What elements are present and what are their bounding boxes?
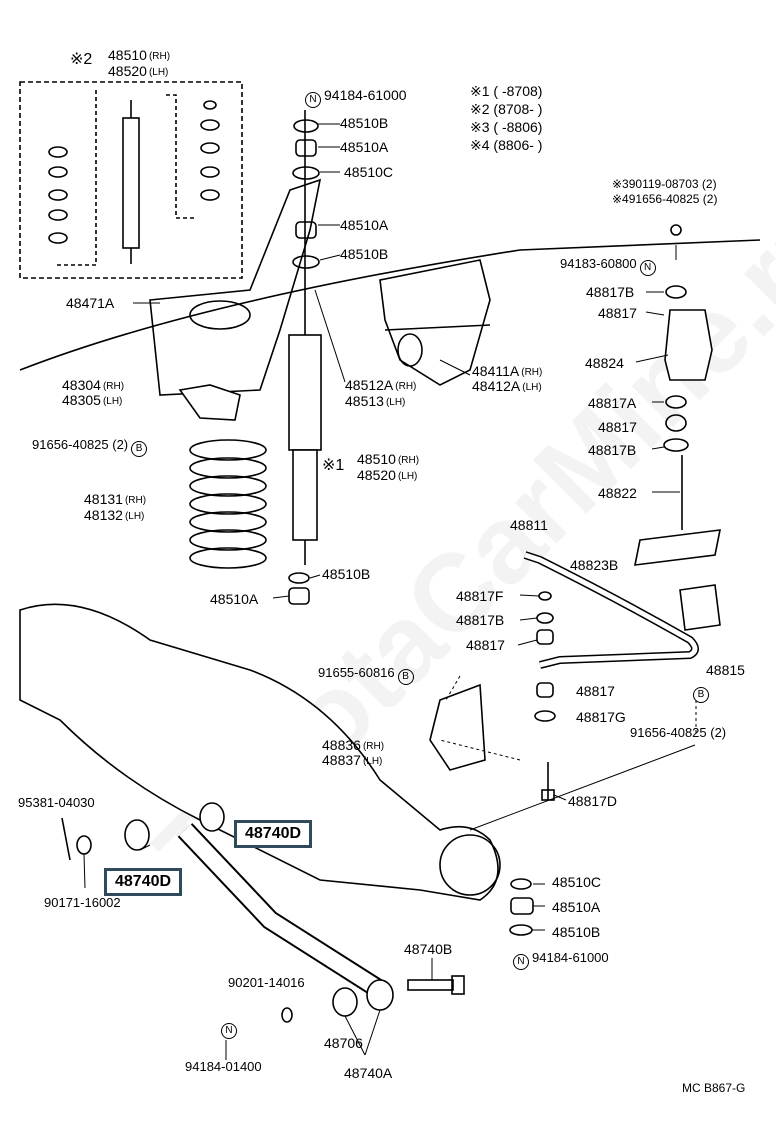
callout-48815: 48815 [706, 662, 745, 678]
callout-48811: 48811 [510, 517, 548, 533]
callout-48740d-left: 48740D [104, 868, 183, 896]
callout-91656-40825-lower: 91656-40825 (2) [630, 725, 727, 740]
callout-48510b-mid: 48510B [340, 246, 389, 262]
callout-48510a-lower: 48510A [210, 591, 259, 607]
callout-48706: 48706 [324, 1035, 363, 1051]
callout-48304: 48304(RH) [62, 377, 125, 393]
callout-94184-01400: 94184-01400 [185, 1059, 262, 1074]
callout-48412a: 48412A(LH) [472, 378, 542, 394]
callout-48510-main: 48510(RH) [357, 451, 420, 467]
callout-48131: 48131(RH) [84, 491, 147, 507]
inset-label-mark: ※2 [70, 51, 93, 68]
callout-48817b-low: 48817B [456, 612, 505, 628]
callout-48510a-top: 48510A [340, 139, 389, 155]
callout-48823b: 48823B [570, 557, 619, 573]
legend: ※1 ( -8708) ※2 (8708- ) ※3 ( -8806) ※4 (… [470, 82, 542, 154]
callout-48510a-bottom: 48510A [552, 899, 601, 915]
legend-row: ※2 (8708- ) [470, 101, 543, 117]
callout-48817b-mid: 48817B [588, 442, 637, 458]
callout-48471a: 48471A [66, 295, 115, 311]
callout-48510b-top: 48510B [340, 115, 389, 131]
callout-48817-low: 48817 [466, 637, 505, 653]
n-mark-bottom: N [218, 1020, 240, 1039]
callout-48817b-top: 48817B [586, 284, 635, 300]
callout-48740d-right: 48740D [234, 820, 313, 848]
callout-48837: 48837(LH) [322, 752, 383, 768]
callout-48836: 48836(RH) [322, 737, 385, 753]
callout-95381-04030: 95381-04030 [18, 795, 95, 810]
legend-row: ※1 ( -8708) [470, 83, 543, 99]
legend-row: ※4 (8806- ) [470, 137, 543, 153]
callout-91656-40825-right: ※491656-40825 (2) [612, 192, 718, 206]
callout-48510a-mid: 48510A [340, 217, 389, 233]
axle-housing [19, 603, 499, 901]
main-shock [288, 334, 322, 451]
callout-48817d: 48817D [568, 793, 618, 809]
callout-91656-40825-left: 91656-40825 (2)B [32, 438, 150, 457]
callout-48740b: 48740B [404, 941, 453, 957]
inset-shock [122, 117, 140, 249]
callout-48817f: 48817F [456, 588, 504, 604]
callout-48513: 48513(LH) [345, 393, 406, 409]
callout-48510b-bottom: 48510B [552, 924, 601, 940]
callout-48510b-lower: 48510B [322, 566, 371, 582]
callout-48520-main: 48520(LH) [357, 467, 418, 483]
callout-90171-16002: 90171-16002 [44, 895, 121, 910]
callout-48817a: 48817A [588, 395, 637, 411]
callout-48822: 48822 [598, 485, 637, 501]
callout-48132: 48132(LH) [84, 507, 145, 523]
callout-48510c-top: 48510C [344, 164, 394, 180]
callout-48411a: 48411A(RH) [472, 363, 543, 379]
callout-48817-mid: 48817 [598, 419, 637, 435]
callout-48510-inset: 48510(RH) [108, 47, 171, 63]
coil-spring [189, 439, 267, 569]
callout-48824: 48824 [585, 355, 624, 371]
b-mark-right: B [690, 684, 712, 703]
callout-48520-inset: 48520(LH) [108, 63, 169, 79]
callout-48817g: 48817G [576, 709, 626, 725]
callout-48740a: 48740A [344, 1065, 393, 1081]
callout-48817-bottom: 48817 [576, 683, 615, 699]
callout-48512a: 48512A(RH) [345, 377, 417, 393]
callout-48510c-bottom: 48510C [552, 874, 602, 890]
inset-box [19, 81, 243, 279]
legend-row: ※3 ( -8806) [470, 119, 543, 135]
callout-90119-08703: ※390119-08703 (2) [612, 177, 717, 191]
callout-mark-1: ※1 [322, 457, 345, 474]
footer-code: MC B867-G [682, 1081, 746, 1095]
callout-48305: 48305(LH) [62, 392, 123, 408]
callout-48817-top: 48817 [598, 305, 637, 321]
callout-90201-14016: 90201-14016 [228, 975, 305, 990]
